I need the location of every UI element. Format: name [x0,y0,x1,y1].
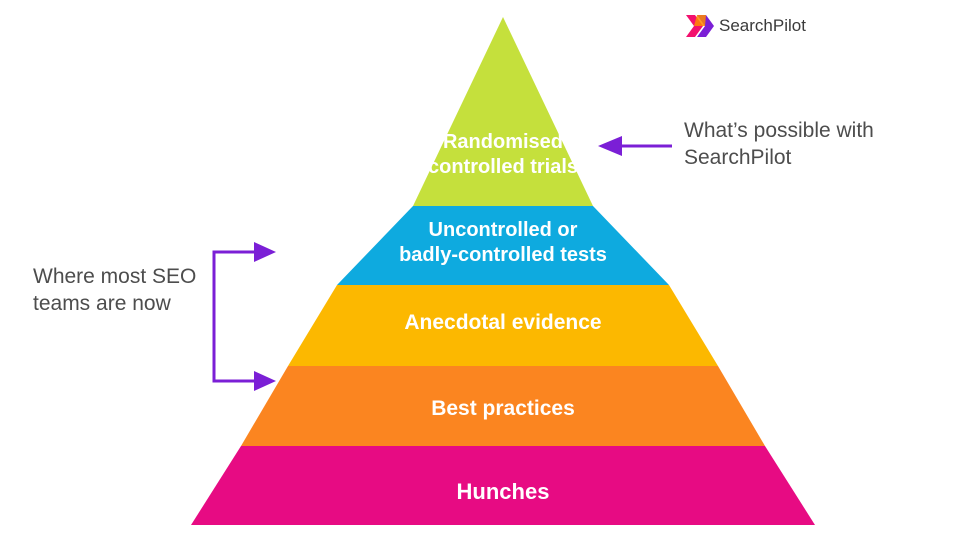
possible-annotation: What’s possible with SearchPilot [684,119,874,169]
tier-randomised-controlled-trials [413,17,593,206]
tier-label-best-practices: Best practices [431,397,575,420]
possible-arrow [598,136,672,156]
searchpilot-logo-icon [686,15,714,37]
brand-name: SearchPilot [719,16,806,35]
current-annotation: Where most SEO teams are now [33,265,197,315]
tier-anecdotal-evidence [288,285,718,366]
tier-label-hunches: Hunches [456,479,550,504]
tier-hunches [191,446,815,525]
tier-label-randomised: Randomised controlled trials [427,131,579,178]
tier-best-practices [241,366,765,446]
current-bracket-arrow [212,242,276,391]
tier-uncontrolled-tests [337,206,669,285]
brand-logo: SearchPilot [686,15,806,37]
tier-label-anecdotal: Anecdotal evidence [404,311,602,334]
tier-label-uncontrolled: Uncontrolled or badly-controlled tests [399,219,607,266]
